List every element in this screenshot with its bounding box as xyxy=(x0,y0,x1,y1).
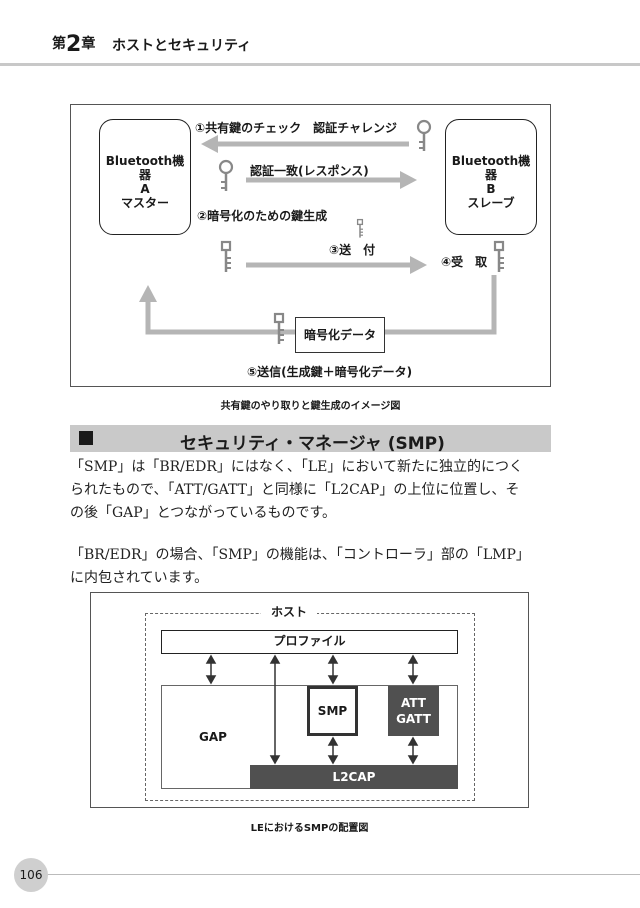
device-a-box: Bluetooth機器 A マスター xyxy=(99,119,191,235)
device-b-letter: B xyxy=(486,182,496,196)
layer-arrows xyxy=(205,654,419,765)
paragraph-2: 「BR/EDR」の場合、「SMP」の機能は、「コントローラ」部の「LMP」 に内… xyxy=(70,544,551,590)
device-b-box: Bluetooth機器 B スレーブ xyxy=(445,119,537,235)
header-rule xyxy=(0,63,640,66)
device-a-role: マスター xyxy=(120,196,169,210)
gatt-label: GATT xyxy=(396,712,431,726)
paragraph-line: 「BR/EDR」の場合、「SMP」の機能は、「コントローラ」部の「LMP」 xyxy=(70,547,530,563)
paragraph-1: 「SMP」は「BR/EDR」にはなく、「LE」において新たに独立的につく られた… xyxy=(70,456,551,525)
device-a-name: Bluetooth機器 xyxy=(105,154,185,182)
footer-rule xyxy=(46,874,640,875)
l2cap-box: L2CAP xyxy=(250,765,458,789)
page-number: 106 xyxy=(19,868,43,882)
device-b-role: スレーブ xyxy=(467,196,515,210)
step4-label: ④受 取 xyxy=(441,255,488,269)
profile-box: プロファイル xyxy=(161,630,458,654)
step2-label: ②暗号化のための鍵生成 xyxy=(197,209,328,223)
paragraph-line: られたもので、「ATT/GATT」と同様に「L2CAP」の上位に位置し、そ xyxy=(70,482,520,498)
smp-box: SMP xyxy=(307,686,358,736)
smp-layout-figure: ホスト GAP プロファイル SMP ATT GATT L2CAP xyxy=(90,592,529,808)
response-label: 認証一致(レスポンス) xyxy=(250,164,369,178)
chapter-mark: 第2章 xyxy=(52,32,95,57)
step3-label: ③送 付 xyxy=(329,243,376,257)
att-label: ATT xyxy=(400,696,426,710)
host-label: ホスト xyxy=(261,603,318,620)
key-exchange-figure: Bluetooth機器 A マスター Bluetooth機器 B スレーブ ①共… xyxy=(70,104,551,387)
section-heading-bar xyxy=(70,425,551,452)
chapter-prefix: 第 xyxy=(52,36,66,52)
paragraph-line: の後「GAP」とつながっているものです。 xyxy=(70,505,337,521)
page-number-badge xyxy=(14,858,48,892)
gap-label: GAP xyxy=(199,730,227,744)
figure2-caption: LEにおけるSMPの配置図 xyxy=(250,823,369,834)
att-gatt-box: ATT GATT xyxy=(388,686,439,736)
key-icon xyxy=(416,119,432,153)
chapter-suffix: 章 xyxy=(81,36,96,52)
step1-label: ①共有鍵のチェック 認証チャレンジ xyxy=(195,121,398,135)
device-b-name: Bluetooth機器 xyxy=(451,154,531,182)
section-title: セキュリティ・マネージャ (SMP) xyxy=(180,434,445,454)
key-icon xyxy=(218,159,234,193)
key-icon xyxy=(356,218,364,239)
key-icon xyxy=(273,312,286,346)
chapter-title: ホストとセキュリティ xyxy=(112,38,252,54)
key-icon xyxy=(493,240,506,274)
paragraph-line: に内包されています。 xyxy=(70,570,209,586)
figure1-caption: 共有鍵のやり取りと鍵生成のイメージ図 xyxy=(220,401,401,412)
device-a-letter: A xyxy=(140,182,150,196)
key-icon xyxy=(220,240,233,274)
chapter-number: 2 xyxy=(66,32,82,57)
step5-label: ⑤送信(生成鍵＋暗号化データ) xyxy=(247,365,413,379)
paragraph-line: 「SMP」は「BR/EDR」にはなく、「LE」において新たに独立的につく xyxy=(70,459,523,475)
section-square-icon xyxy=(79,431,93,445)
encrypted-data-box: 暗号化データ xyxy=(295,317,385,353)
